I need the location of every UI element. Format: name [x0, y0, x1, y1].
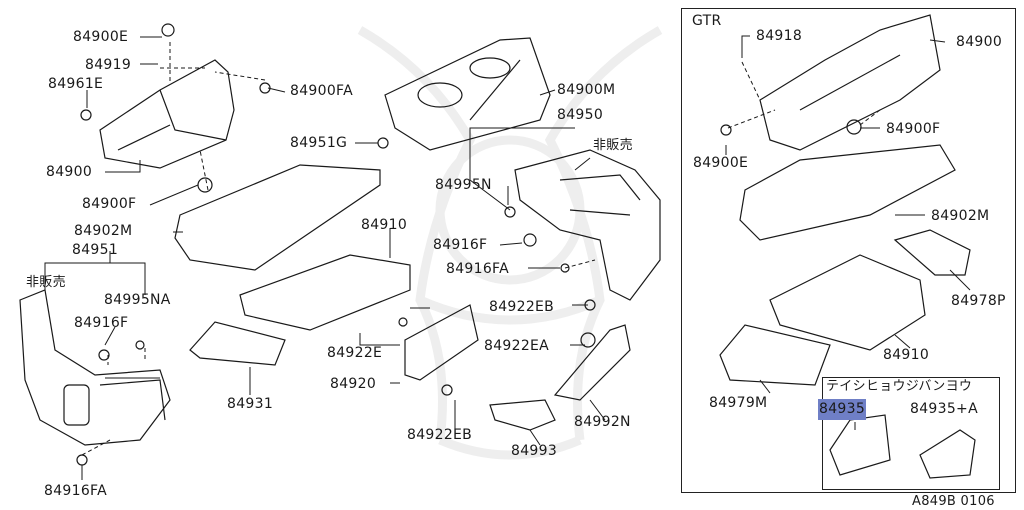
label-84900F-gtr[interactable]: 84900F	[886, 121, 941, 137]
label-84910[interactable]: 84910	[361, 217, 408, 233]
part-84950-side-trim[interactable]	[514, 149, 661, 301]
label-84918[interactable]: 84918	[756, 28, 803, 44]
label-84916FA-lower[interactable]: 84916FA	[44, 483, 107, 499]
label-84902M-gtr[interactable]: 84902M	[931, 208, 990, 224]
part-84951-trunk-side-trim[interactable]	[19, 289, 171, 446]
label-84919[interactable]: 84919	[85, 57, 132, 73]
label-84922EA[interactable]: 84922EA	[484, 338, 550, 354]
label-gtr: GTR	[692, 13, 722, 29]
part-84992N-finisher[interactable]	[553, 324, 631, 401]
label-84922E[interactable]: 84922E	[327, 345, 383, 361]
display-plate-subgroup-box	[822, 377, 1000, 490]
label-84951[interactable]: 84951	[72, 242, 119, 258]
label-84979M[interactable]: 84979M	[709, 395, 768, 411]
dashed-guides	[81, 42, 881, 456]
leader-lines	[44, 35, 971, 480]
part-84978P-pad[interactable]	[893, 229, 971, 276]
label-84931[interactable]: 84931	[227, 396, 274, 412]
part-84910-gtr-floor-board[interactable]	[769, 254, 926, 351]
label-not-for-sale-a: 非販売	[593, 138, 633, 153]
label-84995N[interactable]: 84995N	[435, 177, 492, 193]
diagram-reference-code: A849B 0106	[912, 494, 995, 509]
part-84979M-mat[interactable]	[719, 324, 831, 386]
label-84900FA[interactable]: 84900FA	[290, 83, 353, 99]
label-84902M[interactable]: 84902M	[74, 223, 133, 239]
label-84961E[interactable]: 84961E	[48, 76, 104, 92]
part-84935-plate[interactable]	[829, 414, 891, 476]
part-84910-floor-board[interactable]	[239, 254, 411, 331]
part-84902M-trunk-mat[interactable]	[174, 164, 381, 271]
label-84950[interactable]: 84950	[557, 107, 604, 123]
part-84900-side-panel[interactable]	[99, 59, 235, 169]
label-84910-gtr[interactable]: 84910	[883, 347, 930, 363]
label-84935[interactable]: 84935	[819, 401, 866, 417]
label-84920[interactable]: 84920	[330, 376, 377, 392]
label-84900M[interactable]: 84900M	[557, 82, 616, 98]
label-84993[interactable]: 84993	[511, 443, 558, 459]
watermark-logo	[357, 26, 663, 460]
label-84951G[interactable]: 84951G	[290, 135, 348, 151]
label-not-for-sale-b: 非販売	[26, 275, 66, 290]
label-84900-gtr[interactable]: 84900	[956, 34, 1003, 50]
label-84916FA[interactable]: 84916FA	[446, 261, 509, 277]
part-84935A-plate[interactable]	[919, 429, 976, 479]
label-display-plate-use: テイシヒョウジバンヨウ	[826, 379, 973, 394]
label-84900E-gtr[interactable]: 84900E	[693, 155, 749, 171]
selected-part-highlight	[818, 399, 866, 420]
part-84900-gtr-panel[interactable]	[759, 14, 941, 151]
label-84935A[interactable]: 84935+A	[910, 401, 978, 417]
label-84992N[interactable]: 84992N	[574, 414, 631, 430]
label-84922EB-lower[interactable]: 84922EB	[407, 427, 473, 443]
part-84902M-gtr-mat[interactable]	[739, 144, 956, 241]
part-84931-mat[interactable]	[189, 321, 286, 366]
gtr-variant-box	[681, 8, 1016, 493]
label-84922EB[interactable]: 84922EB	[489, 299, 555, 315]
part-84900M-trunk-lid[interactable]	[384, 37, 551, 151]
label-84900E[interactable]: 84900E	[73, 29, 129, 45]
label-84916F-left[interactable]: 84916F	[74, 315, 129, 331]
label-84900[interactable]: 84900	[46, 164, 93, 180]
label-84978P[interactable]: 84978P	[951, 293, 1006, 309]
label-84916F[interactable]: 84916F	[433, 237, 488, 253]
part-84993-cover[interactable]	[489, 399, 556, 431]
part-84920-bracket[interactable]	[404, 304, 479, 381]
label-84995NA[interactable]: 84995NA	[104, 292, 171, 308]
label-84900F[interactable]: 84900F	[82, 196, 137, 212]
